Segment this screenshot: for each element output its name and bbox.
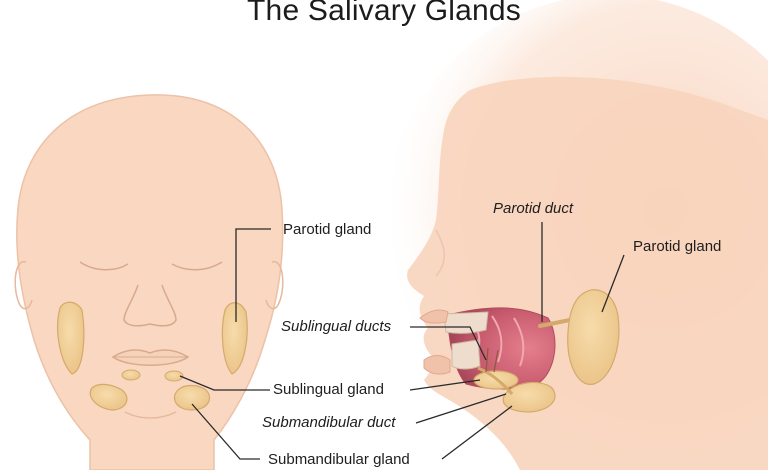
front-head-skin (16, 94, 284, 470)
front-right-submandibular-gland (173, 384, 211, 411)
label-sublingual-ducts: Sublingual ducts (281, 318, 392, 335)
label-parotid-duct: Parotid duct (493, 200, 574, 217)
label-submandibular-duct: Submandibular duct (262, 414, 396, 431)
front-right-ear (265, 261, 284, 310)
label-front-parotid-gland: Parotid gland (283, 221, 372, 238)
upper-teeth (443, 311, 489, 334)
diagram-title: The Salivary Glands (247, 0, 521, 27)
label-submandibular-gland: Submandibular gland (268, 451, 410, 468)
leader-side-sublingual (409, 379, 481, 391)
front-nose (123, 284, 177, 327)
label-side-parotid-gland: Parotid gland (633, 238, 722, 255)
front-left-eye (79, 261, 129, 271)
leader-front-sublingual (179, 375, 270, 391)
side-parotid-gland (567, 289, 620, 385)
front-right-eye (171, 261, 223, 271)
front-lips (111, 349, 190, 366)
side-submandibular-duct (477, 366, 514, 395)
leader-side-submandibular (441, 405, 513, 460)
front-left-submandibular-gland (89, 383, 128, 411)
leader-front-submandibular (191, 403, 260, 460)
side-head (380, 0, 768, 470)
lower-lip (423, 355, 451, 375)
leader-submandibular-duct (415, 393, 507, 424)
leader-lines (179, 222, 625, 460)
leader-front-parotid (235, 228, 271, 322)
front-right-sublingual-gland (164, 370, 184, 382)
front-left-parotid-gland (57, 301, 85, 375)
leader-side-parotid-gland (601, 254, 625, 313)
front-left-sublingual-gland (121, 369, 141, 381)
front-left-ear (14, 261, 33, 310)
lower-teeth (451, 339, 481, 370)
front-head (14, 94, 284, 470)
upper-lip (419, 309, 449, 324)
leader-sublingual-ducts (410, 326, 487, 361)
label-sublingual-gland: Sublingual gland (273, 381, 384, 398)
